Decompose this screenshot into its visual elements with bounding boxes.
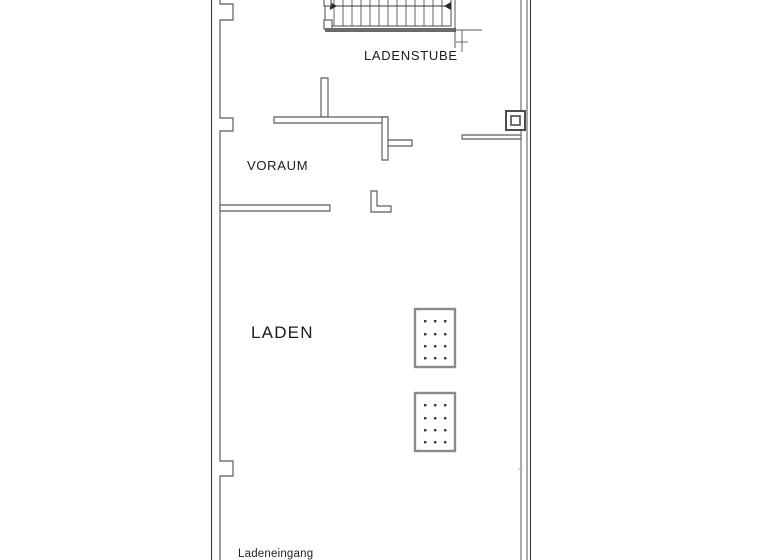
wall-left-main bbox=[219, 0, 234, 560]
stair-treads bbox=[333, 0, 443, 26]
wall-stub-right-of-voraum bbox=[461, 134, 522, 140]
stair-arrow-head-left bbox=[330, 2, 337, 10]
stair-post-left-top bbox=[323, 0, 332, 7]
pillar-right-wall bbox=[505, 110, 526, 131]
staircase-ladenstube bbox=[323, 0, 482, 52]
fixture-upper-dots bbox=[424, 320, 447, 360]
wall-stub-left-lower bbox=[219, 204, 331, 212]
wall-partition-vertical-stem bbox=[320, 77, 329, 118]
fixture-dot-grid-upper bbox=[413, 307, 457, 369]
wall-stub-l-shaped bbox=[370, 190, 392, 213]
pillar-inner-square bbox=[510, 115, 521, 126]
room-label-ladenstube: LADENSTUBE bbox=[364, 48, 458, 63]
stair-landing-wall bbox=[325, 28, 456, 32]
fixture-lower-dots bbox=[424, 404, 447, 444]
annotation-ladeneingang: Ladeneingang bbox=[238, 548, 313, 560]
wall-partition-horizontal-arm bbox=[273, 116, 389, 124]
wall-partition-right-leg bbox=[381, 116, 389, 161]
room-label-laden: LADEN bbox=[251, 323, 314, 342]
stair-post-left-bottom bbox=[323, 19, 333, 30]
stair-arrow-head-right bbox=[444, 2, 451, 10]
room-label-voraum: VORAUM bbox=[247, 158, 308, 173]
wall-partition-spur bbox=[387, 139, 413, 147]
fixture-dot-grid-lower bbox=[413, 391, 457, 453]
